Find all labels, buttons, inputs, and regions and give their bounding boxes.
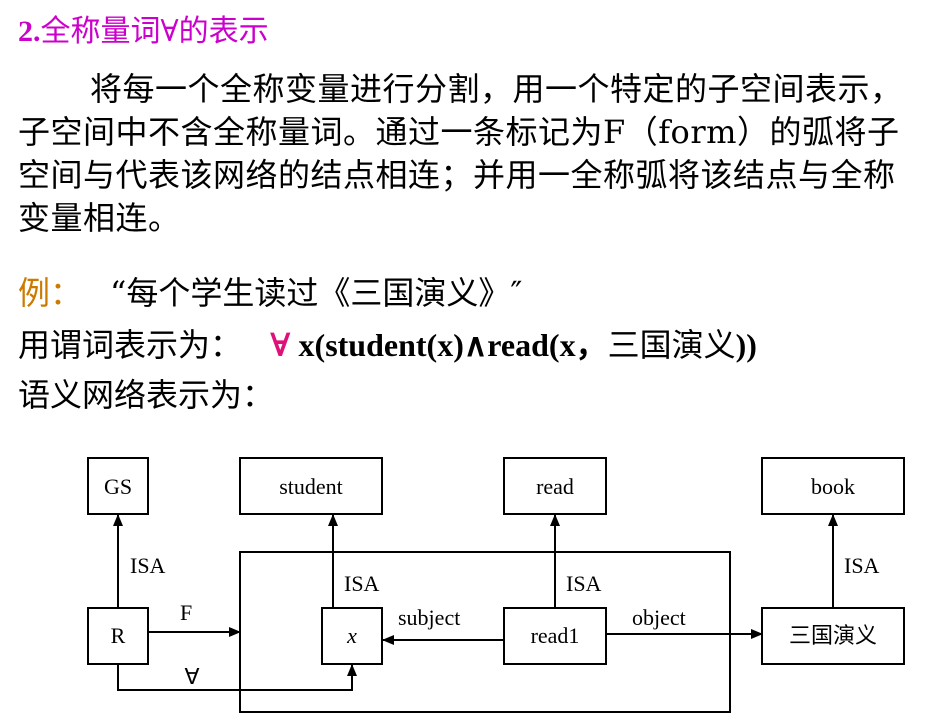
network-label: 语义网络表示为： [18, 376, 275, 414]
edge-f-label: F [180, 600, 192, 625]
subspace-box [239, 551, 731, 713]
example-label: 例： [18, 274, 83, 312]
node-x-label: x [346, 623, 357, 648]
forall-symbol: ∀ [270, 326, 291, 364]
formula-part-cn: 三国演义 [607, 326, 736, 364]
node-student [239, 457, 383, 515]
edge-isa-student-label: ISA [344, 571, 380, 596]
edge-object-label: object [632, 605, 686, 630]
node-student-label: student [279, 474, 343, 499]
predicate-label: 用谓词表示为： [18, 326, 243, 364]
node-sanguo-label: 三国演义 [789, 624, 877, 649]
example-quote: “每个学生读过《三国演义》″ [110, 274, 523, 312]
section-number: 2. [18, 15, 41, 48]
predicate-line: 用谓词表示为： ∀ x(student(x)∧read(x，三国演义)) [18, 320, 757, 366]
edge-forall-label: ∀ [184, 664, 199, 689]
edge-isa-read-label: ISA [566, 571, 602, 596]
node-read-label: read [536, 474, 574, 499]
node-book-label: book [811, 474, 855, 499]
formula-part-a: x(student(x)∧read(x， [290, 327, 608, 363]
node-read1-label: read1 [531, 623, 580, 648]
node-r-label: R [111, 623, 126, 648]
formula-part-b: )) [735, 327, 757, 363]
section-title: 全称量词∀的表示 [40, 14, 269, 49]
edge-isa-book-label: ISA [844, 553, 880, 578]
paragraph-text: 将每一个全称变量进行分割，用一个特定的子空间表示，子空间中不含全称量词。通过一条… [18, 70, 903, 237]
explanation-paragraph: 将每一个全称变量进行分割，用一个特定的子空间表示，子空间中不含全称量词。通过一条… [18, 68, 923, 240]
edge-subject-label: subject [398, 605, 460, 630]
predicate-formula: x(student(x)∧read(x，三国演义)) [290, 326, 757, 364]
node-gs-label: GS [104, 474, 132, 499]
edge-forall [117, 664, 357, 691]
edge-isa-gs-label: ISA [130, 553, 166, 578]
section-heading: 2.全称量词∀的表示 [18, 6, 269, 50]
example-line: 例： “每个学生读过《三国演义》″ [18, 268, 522, 314]
